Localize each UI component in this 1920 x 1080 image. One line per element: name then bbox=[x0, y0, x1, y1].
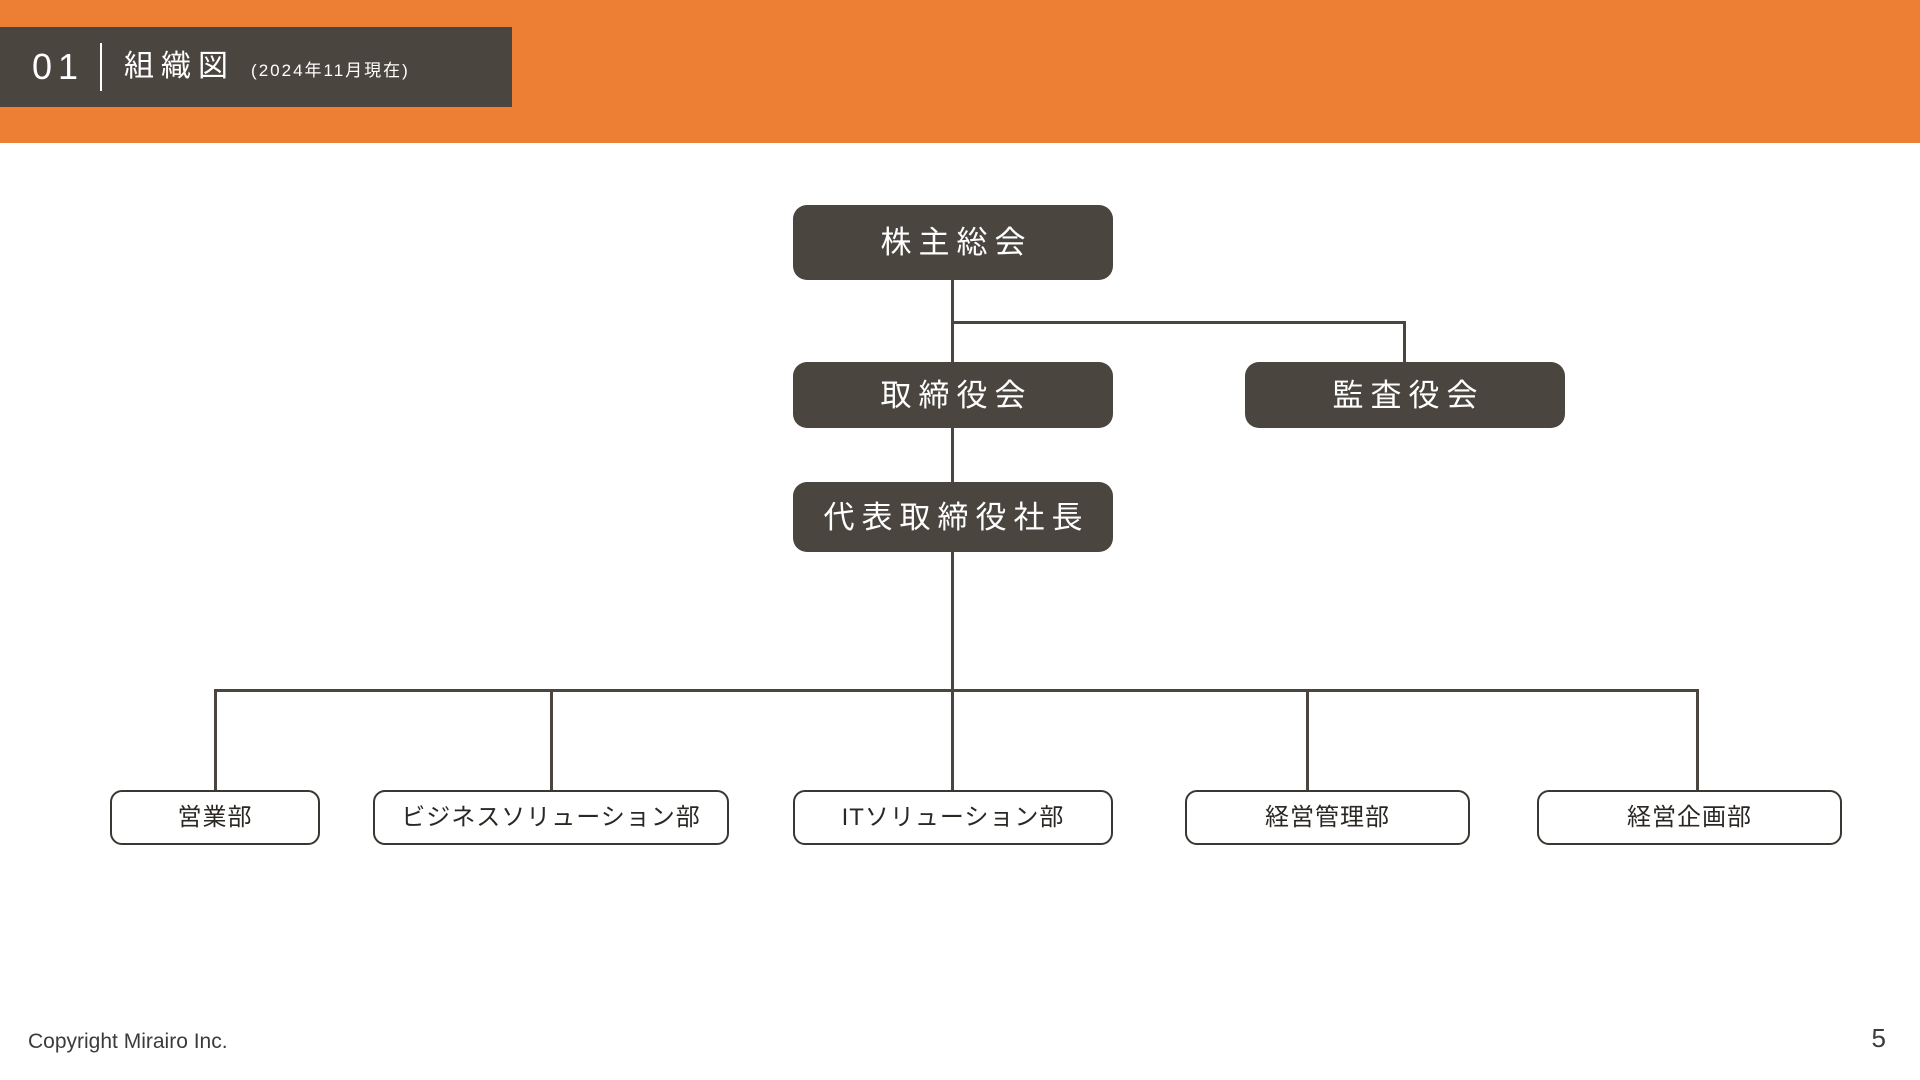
node-corporate-planning-dept[interactable]: 経営企画部 bbox=[1537, 790, 1842, 845]
node-shareholders-meeting[interactable]: 株主総会 bbox=[793, 205, 1113, 280]
connector-drop-it-solutions bbox=[951, 689, 954, 792]
connector-board-to-president bbox=[951, 426, 954, 484]
connector-auditors-drop bbox=[1403, 321, 1406, 364]
page-number: 5 bbox=[1871, 1023, 1886, 1053]
connector-shareholders-branch bbox=[951, 321, 1405, 324]
connector-drop-sales bbox=[214, 689, 217, 792]
divider bbox=[100, 43, 103, 91]
connector-drop-business-solutions bbox=[550, 689, 553, 792]
node-label: 監査役会 bbox=[1332, 377, 1485, 413]
node-sales-dept[interactable]: 営業部 bbox=[110, 790, 320, 845]
node-it-solutions-dept[interactable]: ITソリューション部 bbox=[793, 790, 1113, 845]
node-label: 営業部 bbox=[177, 803, 253, 831]
node-label: 株主総会 bbox=[880, 225, 1033, 260]
connector-department-bus bbox=[215, 689, 1699, 692]
connector-drop-management-admin bbox=[1306, 689, 1309, 792]
org-chart: 株主総会 取締役会 監査役会 代表取締役社長 営業部 ビジネスソリューション部 … bbox=[0, 143, 1920, 943]
connector-president-stem bbox=[951, 550, 954, 692]
node-label: ITソリューション部 bbox=[841, 803, 1065, 831]
connector-board-drop bbox=[951, 321, 954, 364]
as-of-note: (2024年11月現在) bbox=[251, 60, 410, 80]
node-label: 経営企画部 bbox=[1627, 803, 1752, 831]
node-label: 経営管理部 bbox=[1265, 803, 1390, 831]
connector-drop-corporate-planning bbox=[1696, 689, 1699, 792]
connector-shareholders-stem bbox=[951, 280, 954, 324]
section-label: 01 組織図 (2024年11月現在) bbox=[0, 27, 512, 107]
node-label: 代表取締役社長 bbox=[823, 499, 1090, 535]
page-title: 組織図 bbox=[124, 50, 236, 83]
node-board-of-directors[interactable]: 取締役会 bbox=[793, 362, 1113, 428]
node-board-of-auditors[interactable]: 監査役会 bbox=[1245, 362, 1565, 428]
node-business-solutions-dept[interactable]: ビジネスソリューション部 bbox=[373, 790, 729, 845]
node-label: 取締役会 bbox=[880, 377, 1033, 413]
header-bar: 01 組織図 (2024年11月現在) bbox=[0, 0, 1920, 143]
section-number: 01 bbox=[32, 46, 85, 87]
node-management-admin-dept[interactable]: 経営管理部 bbox=[1185, 790, 1470, 845]
node-president[interactable]: 代表取締役社長 bbox=[793, 482, 1113, 552]
node-label: ビジネスソリューション部 bbox=[401, 803, 701, 831]
footer-copyright: Copyright Mirairo Inc. bbox=[28, 1030, 228, 1053]
